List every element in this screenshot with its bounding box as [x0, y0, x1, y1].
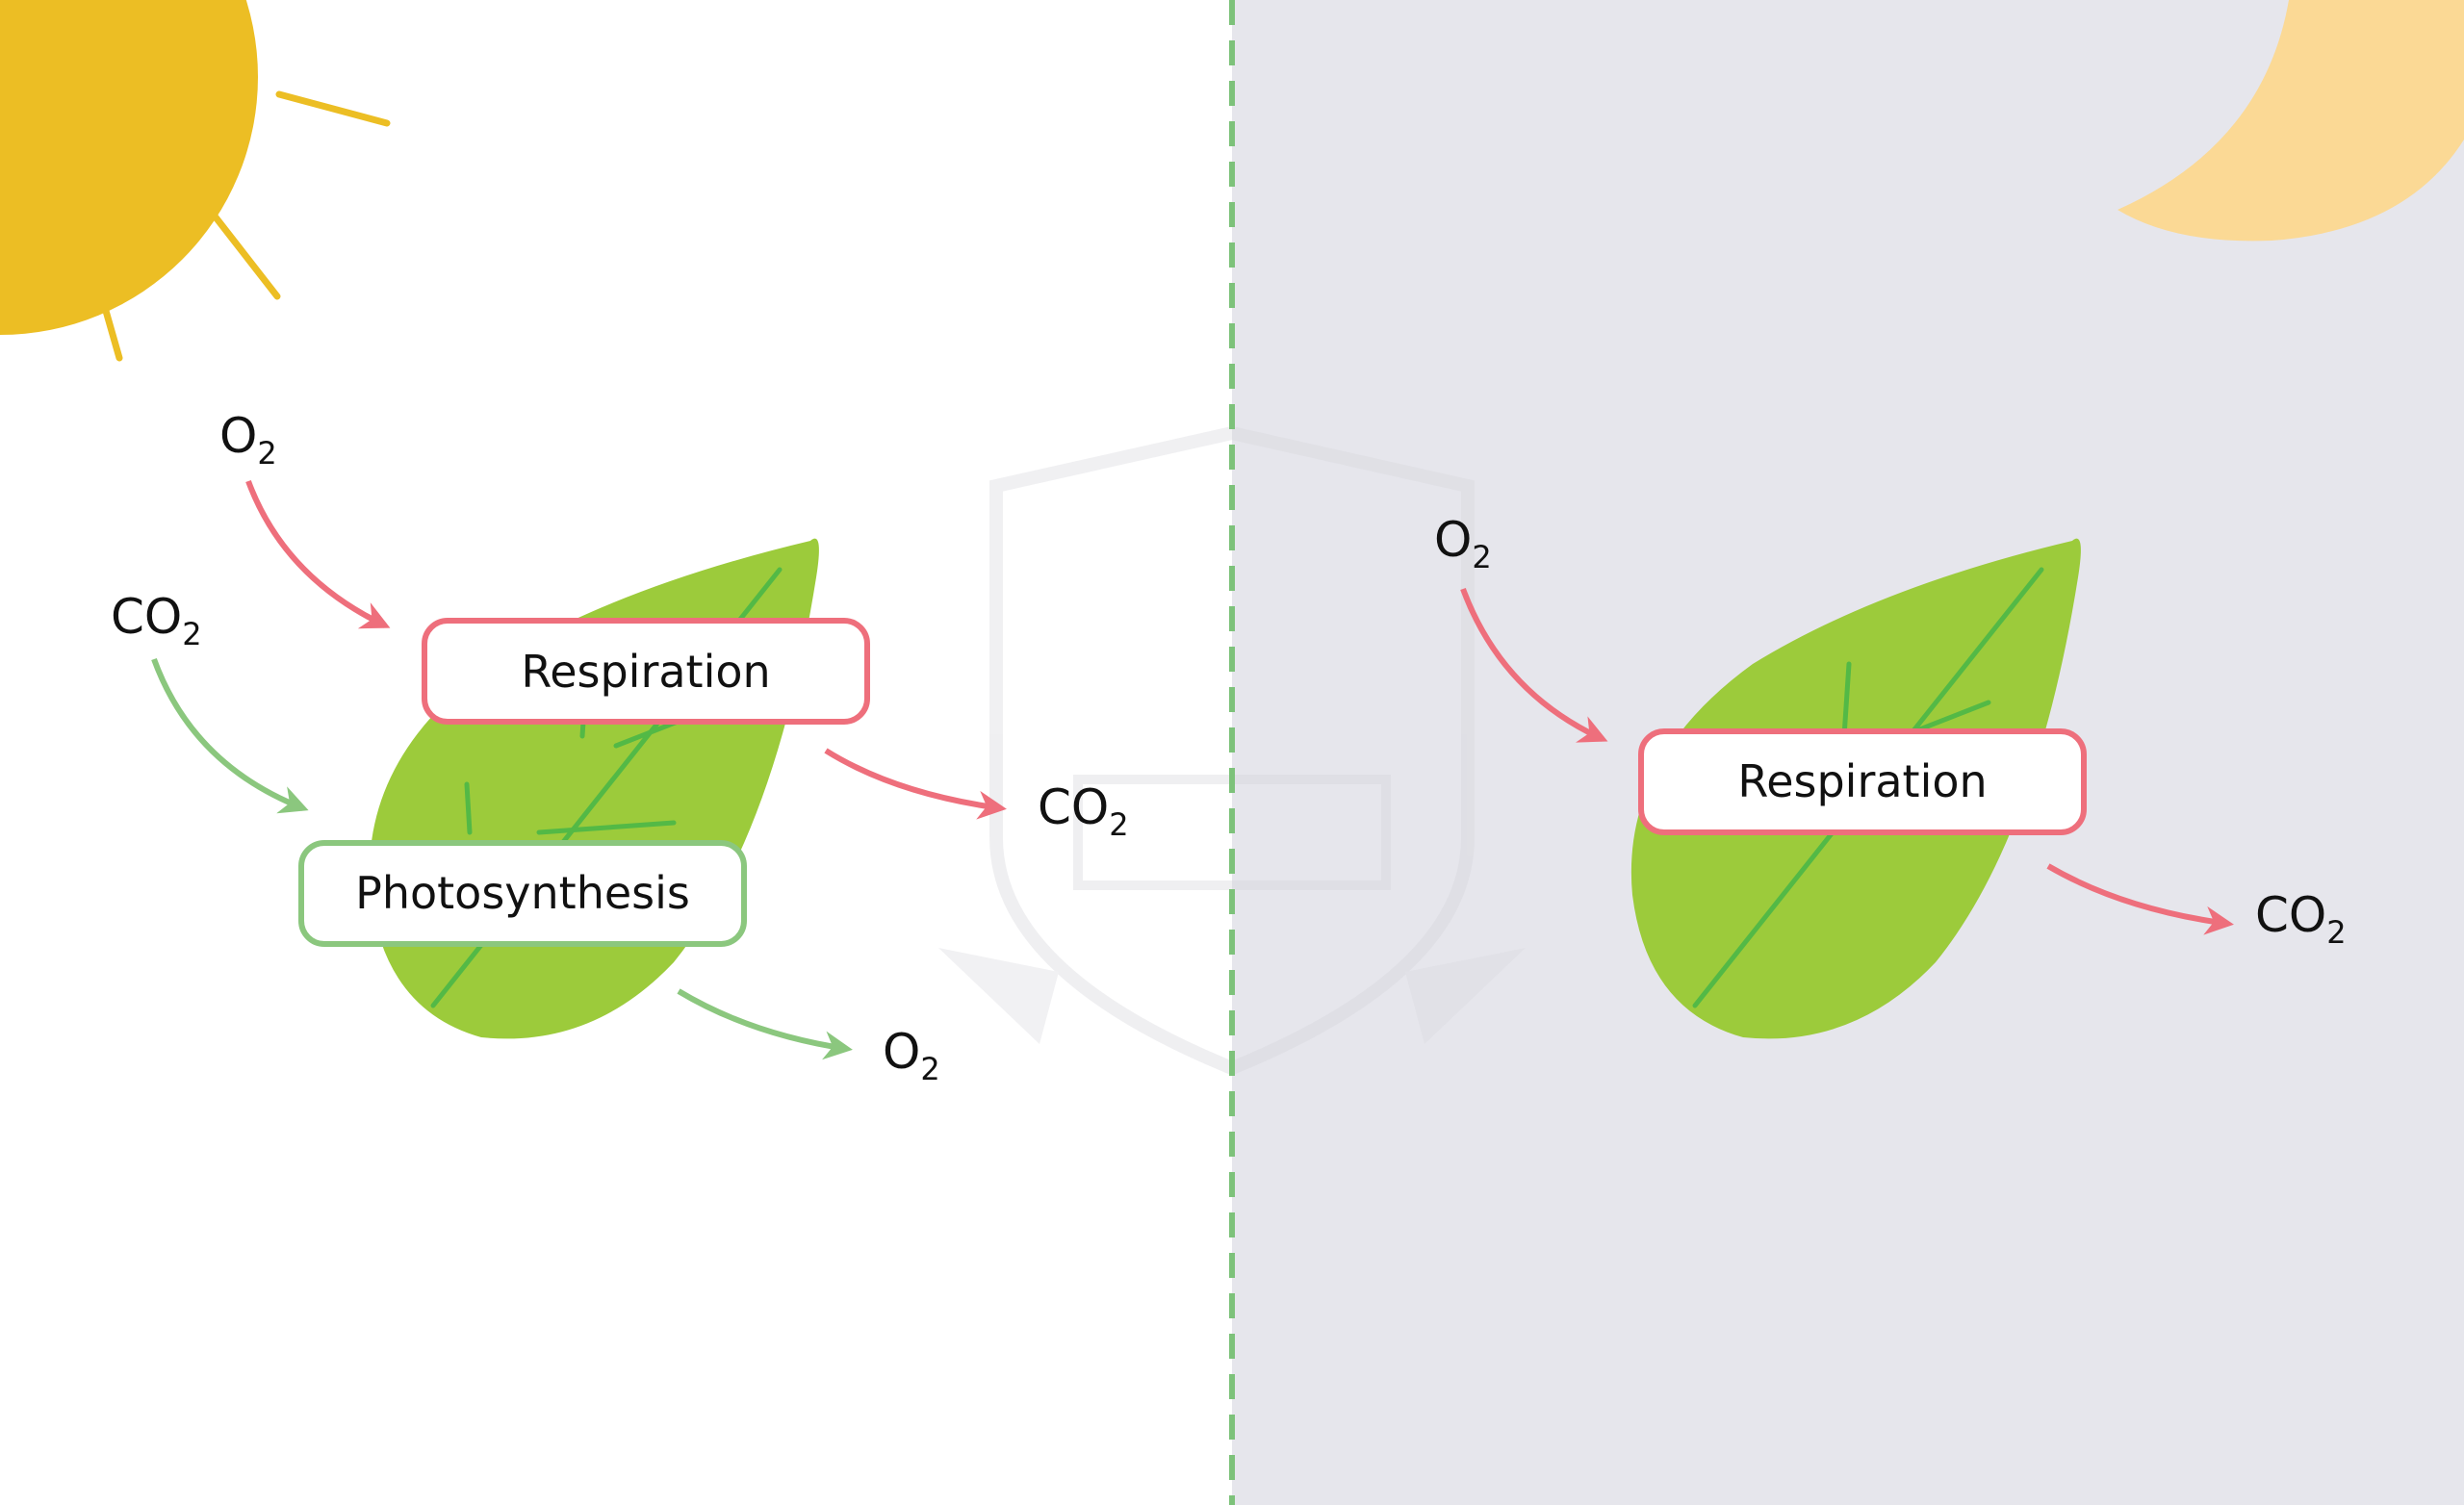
- night-respiration-label: Respiration: [1737, 755, 1987, 807]
- day-photosynthesis-input-co2: CO2: [111, 589, 202, 652]
- day-respiration-input-o2: O2: [219, 408, 277, 472]
- day-o2-to-respiration-arrow: [245, 479, 391, 629]
- day-photosynthesis-to-o2-arrow: [677, 988, 853, 1060]
- day-photosynthesis-box: Photosynthesis: [298, 840, 747, 947]
- night-o2-to-respiration-arrow: [1460, 587, 1608, 743]
- day-photosynthesis-label: Photosynthesis: [355, 867, 690, 919]
- sun-icon: [0, 0, 391, 362]
- day-co2-to-photosynthesis-arrow: [151, 657, 309, 814]
- day-respiration-box: Respiration: [422, 618, 870, 725]
- day-photosynthesis-output-o2: O2: [883, 1024, 940, 1087]
- moon-icon: [2118, 0, 2464, 242]
- night-respiration-output-co2: CO2: [2255, 887, 2347, 951]
- night-respiration-to-co2-arrow: [2046, 863, 2234, 935]
- day-respiration-output-co2: CO2: [1038, 779, 1129, 843]
- day-respiration-to-co2-arrow: [824, 748, 1007, 820]
- night-respiration-box: Respiration: [1638, 728, 2087, 835]
- night-respiration-input-o2: O2: [1434, 512, 1492, 575]
- day-respiration-label: Respiration: [521, 646, 770, 698]
- day-leaf-icon: [369, 538, 819, 1039]
